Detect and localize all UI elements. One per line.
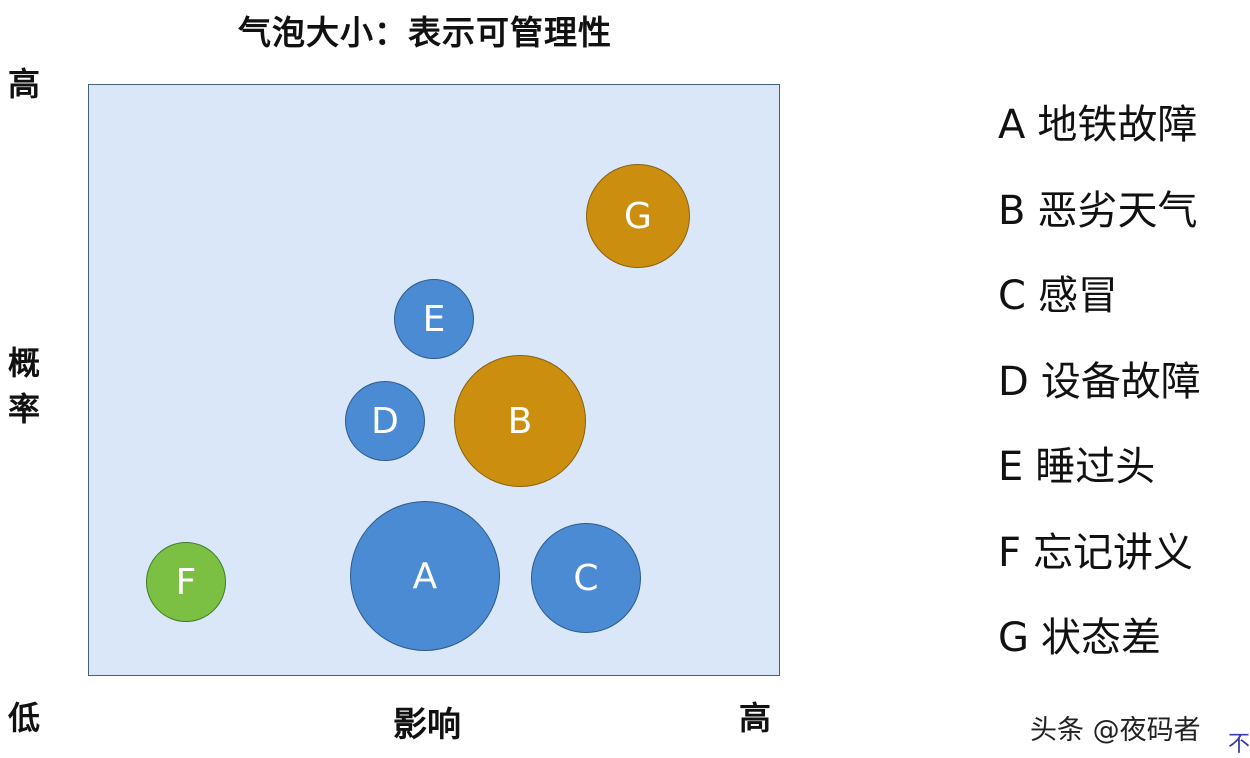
legend-text: 睡过头 xyxy=(1035,444,1156,490)
legend-key: E xyxy=(998,444,1024,490)
bubble-e[interactable]: E xyxy=(394,279,474,359)
bubble-c[interactable]: C xyxy=(531,523,641,633)
y-axis-title: 概率 xyxy=(8,344,41,428)
corner-mark: 不 xyxy=(1228,732,1250,757)
bubble-label: E xyxy=(422,298,446,340)
source-watermark: 头条 @夜码者 xyxy=(1030,715,1201,746)
legend-text: 恶劣天气 xyxy=(1037,187,1198,234)
legend-key: B xyxy=(998,187,1026,234)
legend-text: 设备故障 xyxy=(1040,358,1201,405)
legend-text: 地铁故障 xyxy=(1037,102,1198,148)
bubble-label: B xyxy=(507,400,533,442)
y-axis-high-label: 高 xyxy=(8,65,41,103)
x-axis-title: 影响 xyxy=(393,705,461,745)
legend-key: G xyxy=(998,615,1029,661)
legend-text: 忘记讲义 xyxy=(1033,529,1194,576)
bubble-label: C xyxy=(573,557,599,599)
legend-key: A xyxy=(998,102,1026,148)
origin-low-label: 低 xyxy=(8,699,41,737)
bubble-label: D xyxy=(371,400,399,442)
bubble-d[interactable]: D xyxy=(345,381,425,461)
x-axis-high-label: 高 xyxy=(739,699,772,737)
bubble-a[interactable]: A xyxy=(350,501,500,651)
plot-area: G E D B A C F xyxy=(88,84,780,676)
legend-text: 感冒 xyxy=(1037,273,1118,319)
legend-key: D xyxy=(998,358,1029,405)
bubble-f[interactable]: F xyxy=(146,542,226,622)
legend-text: 状态差 xyxy=(1041,615,1161,661)
bubble-b[interactable]: B xyxy=(454,355,586,487)
legend-key: F xyxy=(998,529,1022,576)
bubble-label: F xyxy=(175,561,197,603)
bubble-g[interactable]: G xyxy=(586,164,690,268)
legend-key: C xyxy=(998,273,1026,319)
chart-title: 气泡大小：表示可管理性 xyxy=(238,13,612,52)
bubble-label: G xyxy=(624,195,652,237)
bubble-label: A xyxy=(412,555,438,597)
legend-item-g: G 状态差 xyxy=(998,618,1201,704)
